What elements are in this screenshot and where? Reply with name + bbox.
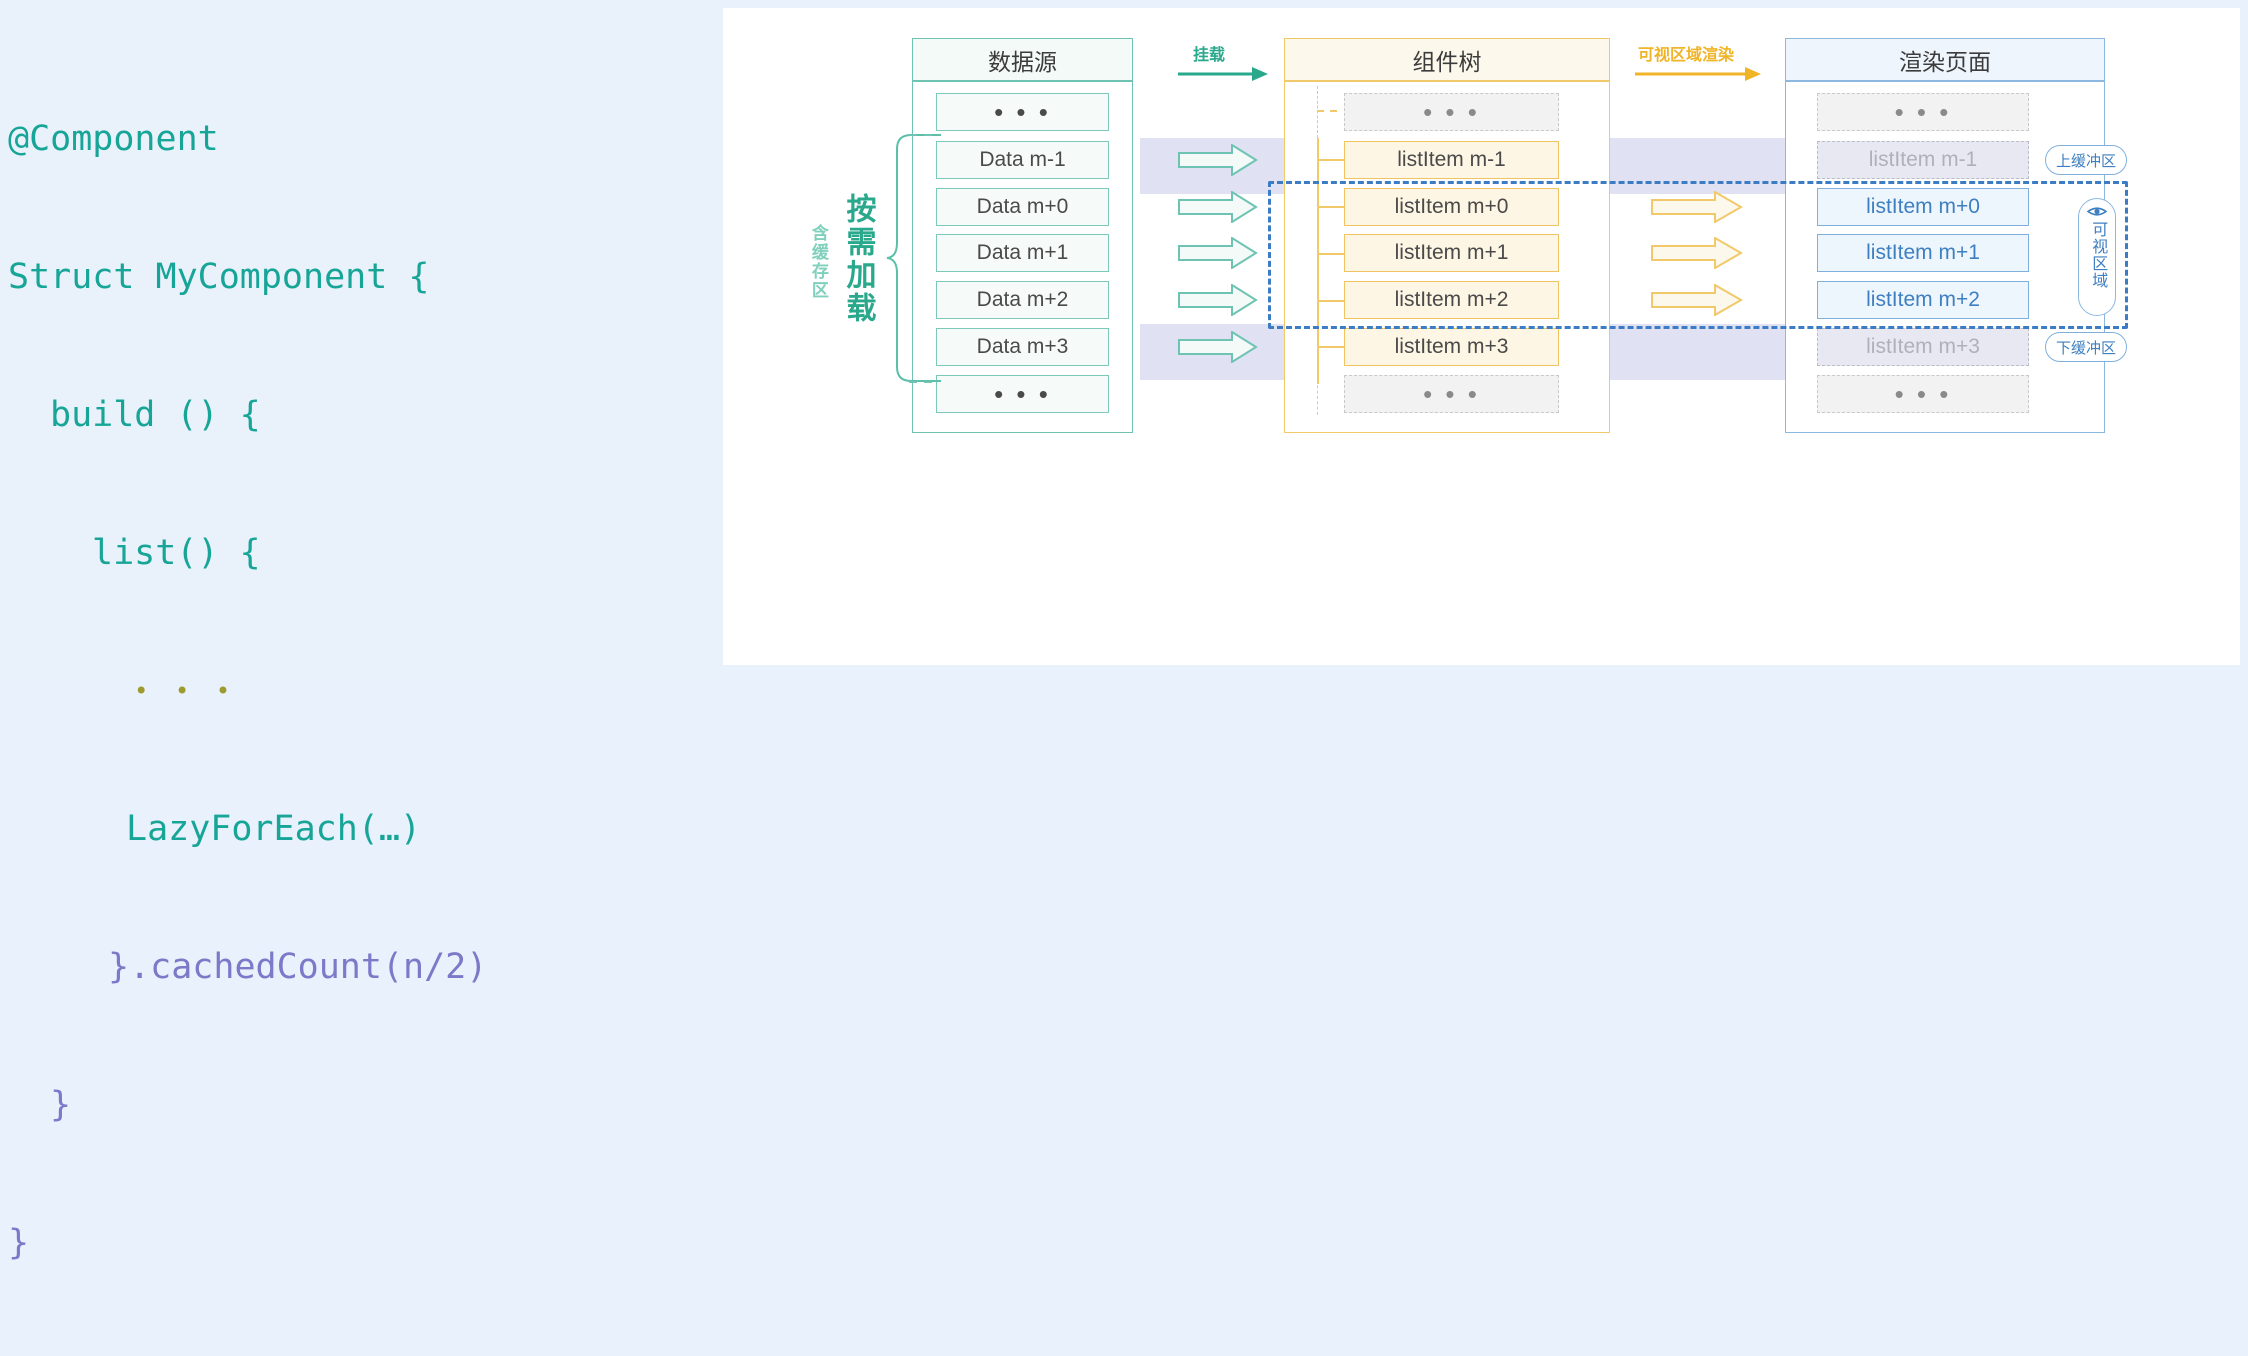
code-ellipsis: • • • — [134, 677, 237, 705]
page-cell-m3: listItem m+3 — [1817, 328, 2029, 366]
data-cell-m3[interactable]: Data m+3 — [936, 328, 1109, 366]
data-cell-m-1[interactable]: Data m-1 — [936, 141, 1109, 179]
code-line-3: build () { — [50, 395, 261, 435]
block-arrow-yellow-m1 — [1651, 237, 1743, 269]
data-cell-dots-bottom: • • • — [936, 375, 1109, 413]
tree-branch-m3 — [1317, 346, 1345, 348]
code-line-4: list() { — [92, 533, 261, 573]
cache-included-label-text: 含缓存区 — [808, 224, 828, 300]
code-snippet: @Component Struct MyComponent { build ()… — [8, 24, 487, 1356]
code-panel: @Component Struct MyComponent { build ()… — [0, 0, 723, 1263]
cell-label: Data m-1 — [979, 148, 1066, 171]
tree-cell-dots-bottom: • • • — [1344, 375, 1559, 413]
tree-branch-dots-top — [1317, 110, 1343, 112]
cell-label: listItem m+0 — [1866, 195, 1980, 218]
badge-label: 下缓冲区 — [2055, 339, 2116, 357]
block-arrow-green-m-1 — [1178, 144, 1258, 176]
cell-label: Data m+2 — [976, 288, 1069, 311]
code-line-6: LazyForEach(…) — [126, 809, 422, 849]
cache-included-label: 含缓存区 — [808, 224, 828, 300]
page-cell-m0[interactable]: listItem m+0 — [1817, 188, 2029, 226]
column-header-data-source: 数据源 — [912, 38, 1133, 81]
cell-label: listItem m+3 — [1394, 335, 1509, 358]
page-cell-m-1: listItem m-1 — [1817, 141, 2029, 179]
column-header-component-tree: 组件树 — [1284, 38, 1610, 81]
block-arrow-green-m0 — [1178, 191, 1258, 223]
data-cell-m2[interactable]: Data m+2 — [936, 281, 1109, 319]
block-arrow-green-m3 — [1178, 331, 1258, 363]
column-title: 组件树 — [1412, 48, 1482, 75]
column-title: 渲染页面 — [1899, 48, 1991, 75]
tree-cell-m0[interactable]: listItem m+0 — [1344, 188, 1559, 226]
code-line-7-brace: }. — [108, 947, 151, 987]
page-cell-dots-bottom: • • • — [1817, 375, 2029, 413]
render-arrow-label: 可视区域渲染 — [1638, 47, 1735, 64]
cell-label: listItem m-1 — [1868, 148, 1978, 171]
page-cell-m1[interactable]: listItem m+1 — [1817, 234, 2029, 272]
tree-branch-m1 — [1317, 253, 1345, 255]
cell-label: listItem m+1 — [1394, 241, 1509, 264]
visible-area-pill: 可视区域 — [2078, 198, 2116, 316]
viewport-dashed-rect — [1268, 181, 2128, 329]
lower-buffer-badge: 下缓冲区 — [2045, 332, 2127, 362]
eye-icon — [2087, 207, 2107, 216]
cell-label: listItem m+2 — [1394, 288, 1509, 311]
cell-label: Data m+0 — [976, 195, 1069, 218]
code-line-8: } — [50, 1085, 72, 1125]
on-demand-label-text: 按需加载 — [841, 193, 875, 325]
column-header-render-page: 渲染页面 — [1785, 38, 2105, 81]
block-arrow-yellow-m2 — [1651, 284, 1743, 316]
code-line-7-call: cachedCount(n/2) — [150, 947, 488, 987]
cell-label: listItem m+1 — [1866, 241, 1980, 264]
data-cell-m1[interactable]: Data m+1 — [936, 234, 1109, 272]
code-line-2: Struct MyComponent { — [8, 257, 430, 297]
tree-cell-m1[interactable]: listItem m+1 — [1344, 234, 1559, 272]
mount-arrow-icon — [1178, 67, 1268, 81]
page-cell-m2[interactable]: listItem m+2 — [1817, 281, 2029, 319]
tree-cell-m-1[interactable]: listItem m-1 — [1344, 141, 1559, 179]
mount-arrow-label: 挂载 — [1193, 47, 1226, 64]
brace-connector-bottom — [909, 381, 939, 383]
on-demand-label: 按需加载 — [841, 193, 875, 325]
badge-label: 上缓冲区 — [2055, 152, 2116, 170]
diagram-card: 数据源 • • • Data m-1 Data m+0 Data m+1 Dat… — [723, 8, 2240, 665]
cell-label: listItem m+0 — [1394, 195, 1509, 218]
code-line-9: } — [8, 1223, 30, 1263]
data-cell-dots-top: • • • — [936, 93, 1109, 131]
cell-label: listItem m+2 — [1866, 288, 1980, 311]
tree-cell-dots-top: • • • — [1344, 93, 1559, 131]
render-arrow-icon — [1635, 67, 1761, 81]
cell-label: listItem m+3 — [1866, 335, 1980, 358]
code-line-1: @Component — [8, 119, 219, 159]
cell-label: Data m+3 — [976, 335, 1069, 358]
tree-cell-m3[interactable]: listItem m+3 — [1344, 328, 1559, 366]
tree-trunk-dashed-bottom — [1317, 380, 1318, 415]
block-arrow-green-m1 — [1178, 237, 1258, 269]
visible-area-label: 可视区域 — [2089, 221, 2107, 289]
tree-cell-m2[interactable]: listItem m+2 — [1344, 281, 1559, 319]
tree-branch-m0 — [1317, 206, 1345, 208]
brace-connector-top — [909, 134, 939, 136]
data-cell-m0[interactable]: Data m+0 — [936, 188, 1109, 226]
upper-buffer-badge: 上缓冲区 — [2045, 145, 2127, 175]
block-arrow-yellow-m0 — [1651, 191, 1743, 223]
cell-label: Data m+1 — [976, 241, 1069, 264]
column-title: 数据源 — [988, 48, 1057, 75]
block-arrow-green-m2 — [1178, 284, 1258, 316]
tree-branch-m-1 — [1317, 159, 1345, 161]
tree-branch-m2 — [1317, 300, 1345, 302]
page-cell-dots-top: • • • — [1817, 93, 2029, 131]
on-demand-brace — [886, 134, 941, 382]
tree-trunk — [1317, 138, 1319, 384]
cell-label: listItem m-1 — [1397, 148, 1506, 171]
